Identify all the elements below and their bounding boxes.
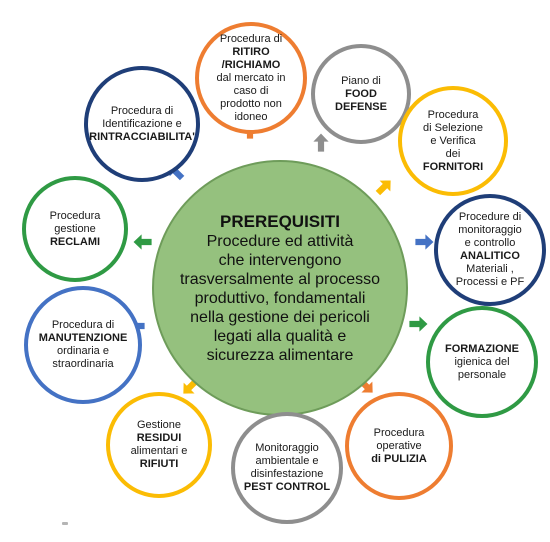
- center-line: legati alla qualità e: [213, 327, 347, 345]
- node-line: Procedura: [373, 426, 425, 439]
- node-line: ordinaria e: [57, 345, 109, 357]
- node-line: Procedura di: [219, 32, 283, 45]
- arrow-icon: [132, 232, 153, 252]
- arrow-icon: [374, 179, 392, 197]
- center-line: produttivo, fondamentali: [194, 289, 366, 307]
- node-line: e Verifica: [430, 134, 476, 147]
- node-line: Procedura: [49, 209, 101, 222]
- node-line: Materiali ,: [466, 263, 514, 275]
- node-line: di Selezione: [423, 121, 483, 134]
- node-line: dei: [445, 147, 461, 160]
- node-line: RITIRO: [232, 45, 270, 58]
- node-line: ANALITICO: [460, 250, 520, 262]
- node-line: prodotto non: [220, 97, 282, 110]
- center-circle: PREREQUISITI Procedure ed attività che i…: [152, 160, 408, 416]
- center-line: che intervengono: [218, 251, 342, 269]
- node-line: Procedura di: [51, 319, 115, 331]
- node-line: straordinaria: [52, 358, 114, 370]
- node-line: Procedura di: [110, 104, 174, 117]
- node-line: gestione: [54, 222, 96, 235]
- node-line: FORNITORI: [422, 160, 484, 173]
- center-line: trasversalmente al processo: [179, 270, 381, 288]
- node-line: Procedure di: [458, 211, 522, 223]
- node-line: monitoraggio: [458, 224, 522, 236]
- node-line: RINTRACCIABILITA': [89, 130, 195, 143]
- node-line: personale: [457, 368, 507, 381]
- bottom-mark: [62, 522, 68, 525]
- node-line: Gestione: [136, 419, 182, 431]
- center-title: PREREQUISITI: [220, 211, 340, 231]
- arrow-icon: [408, 314, 429, 334]
- node-line: RIFIUTI: [139, 458, 179, 470]
- node-line: idoneo: [234, 110, 268, 123]
- node-line: e controllo: [464, 237, 516, 249]
- center-line: sicurezza alimentare: [206, 346, 354, 364]
- center-line: nella gestione dei pericoli: [190, 308, 370, 326]
- node-line: Identificazione e: [102, 117, 182, 130]
- node-line: alimentari e: [130, 445, 188, 457]
- node-line: /RICHIAMO: [221, 58, 281, 71]
- node-line: di PULIZIA: [371, 452, 427, 465]
- node-line: caso di: [233, 84, 269, 97]
- node-line: Processi e PF: [455, 276, 525, 288]
- node-line: Procedura: [427, 108, 479, 121]
- node-line: PEST CONTROL: [243, 481, 331, 493]
- node-line: ambientale e: [255, 455, 319, 467]
- node-line: operative: [376, 439, 422, 452]
- node-line: RECLAMI: [49, 235, 101, 248]
- node-line: FOOD: [345, 87, 377, 100]
- node-line: FORMAZIONE: [445, 342, 519, 355]
- node-line: disinfestazione: [250, 468, 324, 480]
- node-line: Monitoraggio: [255, 442, 319, 454]
- node-line: igienica del: [454, 355, 510, 368]
- node-line: MANUTENZIONE: [38, 332, 128, 344]
- node-line: RESIDUI: [136, 432, 182, 444]
- node-line: Piano di: [341, 74, 381, 87]
- node-line: dal mercato in: [216, 71, 286, 84]
- arrow-icon: [311, 132, 331, 153]
- center-line: Procedure ed attività: [206, 232, 354, 250]
- arrow-icon: [414, 232, 435, 252]
- node-line: DEFENSE: [335, 100, 387, 113]
